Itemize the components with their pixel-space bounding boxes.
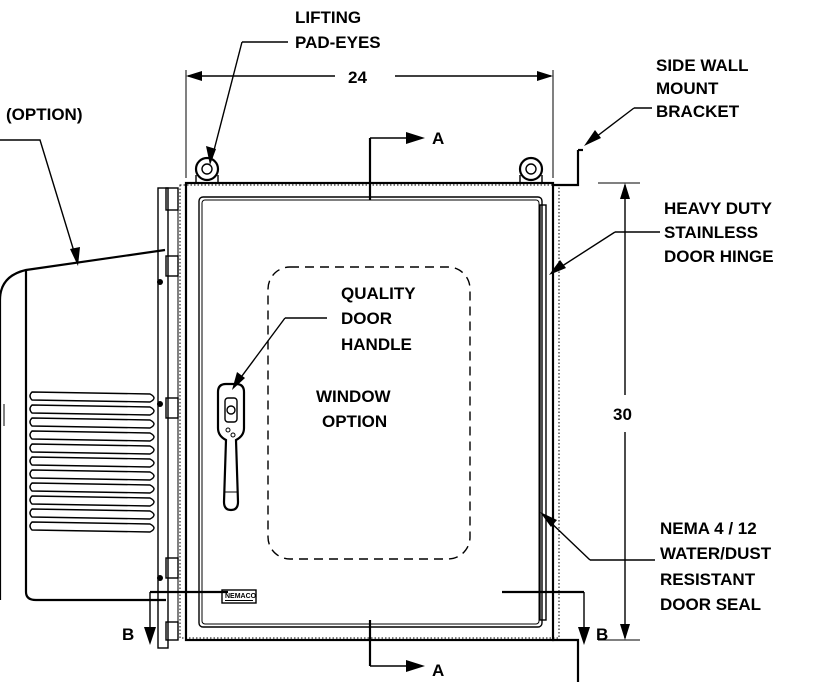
- hinge-label-3: DOOR HINGE: [664, 247, 774, 266]
- door-handle-icon: [216, 382, 246, 512]
- seal-label-2: WATER/DUST: [660, 544, 772, 563]
- nameplate-brand: NEMACO: [225, 593, 257, 600]
- section-b-right-label: B: [596, 625, 608, 644]
- dimension-24: 24: [185, 68, 554, 178]
- ac-bolt: [157, 401, 163, 407]
- section-a-bottom-label: A: [432, 661, 444, 680]
- ac-bolt: [157, 279, 163, 285]
- seal-label-1: NEMA 4 / 12: [660, 519, 757, 538]
- left-clips: [165, 187, 179, 641]
- section-b-left-label: B: [122, 625, 134, 644]
- window-label-2: OPTION: [322, 412, 387, 431]
- lifting-label-1: LIFTING: [295, 8, 361, 27]
- lifting-pad-eyes: [194, 156, 544, 183]
- section-a-bottom: A: [368, 620, 444, 680]
- hinge-label-2: STAINLESS: [664, 223, 758, 242]
- section-b-right: B: [502, 590, 608, 645]
- dimension-width: 24: [348, 68, 367, 87]
- section-a-top-label: A: [432, 129, 444, 148]
- lifting-label-2: PAD-EYES: [295, 33, 381, 52]
- section-b-left: B: [122, 590, 228, 645]
- ac-louvers: [29, 391, 155, 533]
- side-wall-label-1: SIDE WALL: [656, 56, 749, 75]
- ac-bolt: [157, 575, 163, 581]
- nameplate: NEMACO: [221, 589, 257, 604]
- handle-label-2: DOOR: [341, 309, 392, 328]
- side-wall-label-3: BRACKET: [656, 102, 740, 121]
- seal-label-3: RESISTANT: [660, 570, 756, 589]
- seal-label-4: DOOR SEAL: [660, 595, 761, 614]
- mount-bracket: [552, 148, 583, 682]
- window-label-1: WINDOW: [316, 387, 392, 406]
- window-option-outline: [267, 266, 471, 560]
- door-hinge: [539, 190, 554, 635]
- ac-unit: [0, 187, 169, 649]
- handle-label-3: HANDLE: [341, 335, 412, 354]
- dimension-30: 30: [598, 182, 640, 641]
- side-wall-label-2: MOUNT: [656, 79, 719, 98]
- hinge-label-1: HEAVY DUTY: [664, 199, 773, 218]
- option-label: (OPTION): [6, 105, 83, 124]
- section-a-top: A: [368, 129, 444, 200]
- dimension-height: 30: [613, 405, 632, 424]
- handle-label-1: QUALITY: [341, 284, 416, 303]
